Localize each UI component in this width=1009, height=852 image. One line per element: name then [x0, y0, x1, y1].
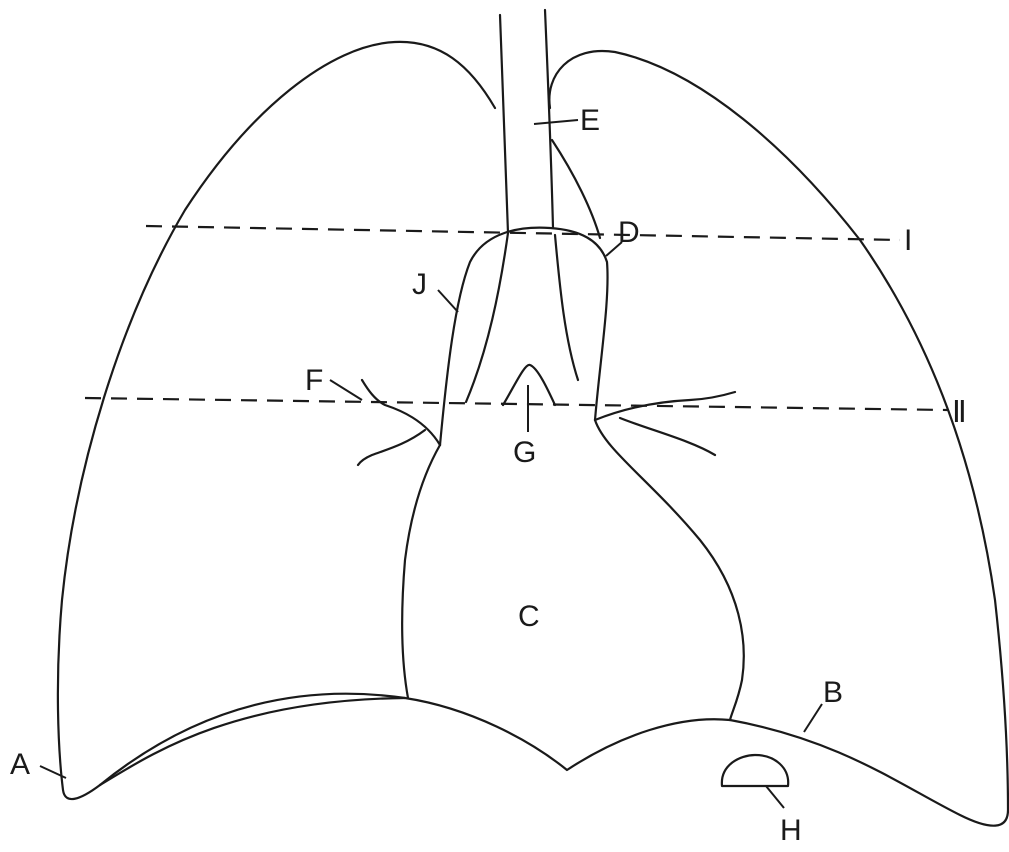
label-j: J: [412, 268, 427, 301]
label-d: D: [618, 216, 640, 249]
leader-e: [534, 120, 578, 124]
trachea-left-wall: [500, 15, 508, 233]
leader-b: [804, 704, 822, 732]
label-c: C: [518, 600, 540, 633]
trachea-right-wall: [545, 10, 553, 228]
vessel-e-to-d: [552, 140, 600, 238]
leader-h: [766, 786, 784, 808]
arch-inner-line-right: [555, 235, 578, 380]
level-line-ii: [85, 398, 948, 410]
heart-outline-left: [402, 445, 440, 698]
hilum-left-upper: [362, 380, 440, 445]
label-level-ii: Ⅱ: [952, 396, 967, 429]
label-f: F: [305, 364, 323, 397]
label-g: G: [513, 436, 536, 469]
label-h: H: [780, 814, 802, 847]
structure-h-shape: [722, 755, 788, 786]
lung-right-side-outline: [549, 51, 1008, 826]
label-a: A: [10, 748, 30, 781]
heart-outline-right: [595, 420, 744, 720]
lung-left-side-outline: [58, 42, 495, 799]
hilum-right-lower: [620, 418, 715, 455]
leader-j: [438, 290, 458, 312]
label-e: E: [580, 104, 600, 137]
label-b: B: [823, 676, 843, 709]
label-level-i: I: [904, 224, 912, 257]
aortic-arch-outline: [440, 228, 608, 445]
leader-f: [330, 380, 362, 400]
hilum-left-lower: [358, 430, 425, 465]
diaphragm-outline: [100, 694, 730, 785]
